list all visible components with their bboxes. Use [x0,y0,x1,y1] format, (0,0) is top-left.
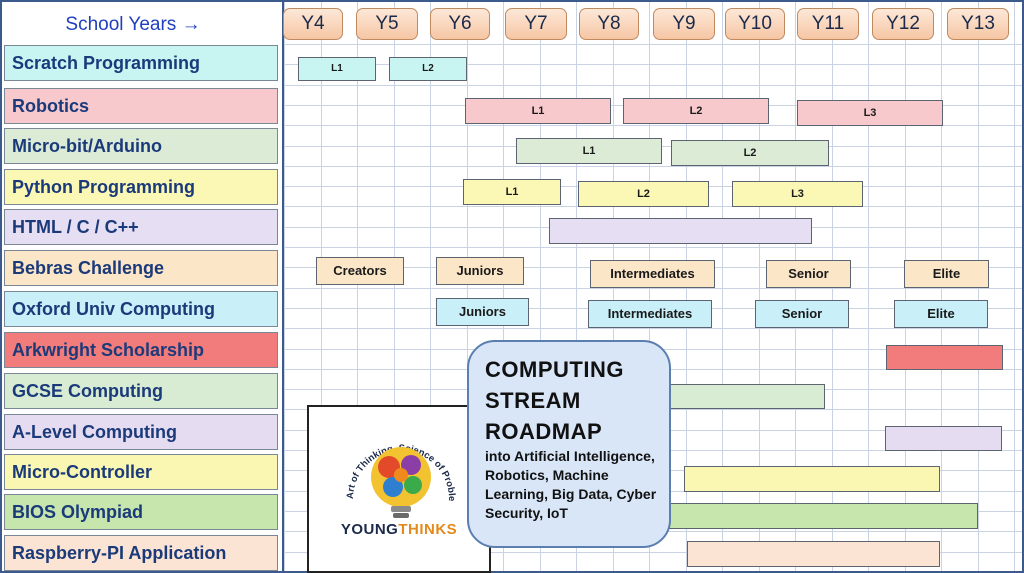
grid-line-vertical [503,0,504,573]
grid-line-vertical [1014,0,1015,573]
grid-line-vertical [722,0,723,573]
course-bar [886,345,1003,370]
roadmap-subtitle: into Artificial Intelligence, Robotics, … [485,448,657,521]
course-bar: Senior [766,260,851,288]
course-bar: Elite [894,300,988,328]
course-bar [668,384,825,409]
grid-line-vertical [357,0,358,573]
grid-line-horizontal [282,552,1024,553]
subject-label: Oxford Univ Computing [4,291,278,327]
year-header-y6: Y6 [430,8,490,40]
youngthinks-logo: Art of Thinking, Science of Problem Solv… [307,405,491,573]
course-bar: Juniors [436,298,529,326]
grid-line-vertical [394,0,395,573]
grid-line-horizontal [282,64,1024,65]
course-bar: Elite [904,260,989,288]
year-header-y8: Y8 [579,8,639,40]
subject-label: Robotics [4,88,278,124]
course-bar [549,218,812,244]
grid-line-horizontal [282,166,1024,167]
roadmap-title: COMPUTING STREAM ROADMAP [485,354,657,447]
subject-label: BIOS Olympiad [4,494,278,530]
grid-line-vertical [759,0,760,573]
subject-label: HTML / C / C++ [4,209,278,245]
grid-line-horizontal [282,85,1024,86]
course-bar: L2 [671,140,829,166]
subject-label: Arkwright Scholarship [4,332,278,368]
grid-line-horizontal [282,328,1024,329]
lightbulb-logo-icon: Art of Thinking, Science of Problem Solv… [309,407,457,518]
grid-line-horizontal [282,125,1024,126]
course-bar: L1 [463,179,561,205]
course-bar: Creators [316,257,404,285]
roadmap-title-line: COMPUTING [485,357,624,382]
course-bar: L2 [578,181,709,207]
year-header-y11: Y11 [797,8,859,40]
subject-label: Raspberry-PI Application [4,535,278,571]
course-bar: L2 [623,98,769,124]
year-header-y4: Y4 [283,8,343,40]
year-header-y12: Y12 [872,8,934,40]
subject-label: Python Programming [4,169,278,205]
year-header-y5: Y5 [356,8,418,40]
course-bar [669,503,978,529]
school-years-label: School Years → [65,14,201,35]
course-bar: L3 [732,181,863,207]
course-bar: L1 [298,57,376,81]
grid-line-horizontal [282,288,1024,289]
grid-line-vertical [576,0,577,573]
year-header-y10: Y10 [725,8,785,40]
grid-line-vertical [540,0,541,573]
year-header-y13: Y13 [947,8,1009,40]
subject-label: Micro-bit/Arduino [4,128,278,164]
timeline-divider [282,0,1024,573]
grid-line-vertical [467,0,468,573]
subject-label: Micro-Controller [4,454,278,490]
course-bar: Intermediates [590,260,715,288]
grid-line-horizontal [282,44,1024,45]
year-header-y7: Y7 [505,8,567,40]
course-bar [684,466,940,492]
logo-wordmark: YOUNGTHINKS [340,521,458,538]
course-bar [885,426,1002,451]
roadmap-title-line: STREAM [485,388,581,413]
roadmap-title-line: ROADMAP [485,419,603,444]
roadmap-title-callout: COMPUTING STREAM ROADMAP into Artificial I… [467,340,671,548]
subject-label: A-Level Computing [4,414,278,450]
subject-label: Scratch Programming [4,45,278,81]
grid-line-vertical [321,0,322,573]
subject-label: Bebras Challenge [4,250,278,286]
course-bar: Intermediates [588,300,712,328]
course-bar: L2 [389,57,467,81]
course-bar [687,541,940,567]
course-bar: L1 [465,98,611,124]
course-bar: Juniors [436,257,524,285]
subject-label: GCSE Computing [4,373,278,409]
year-header-y9: Y9 [653,8,715,40]
course-bar: L3 [797,100,943,126]
course-bar: L1 [516,138,662,164]
grid-line-vertical [868,0,869,573]
grid-line-vertical [284,0,285,573]
grid-line-vertical [430,0,431,573]
grid-line-horizontal [282,247,1024,248]
course-bar: Senior [755,300,849,328]
